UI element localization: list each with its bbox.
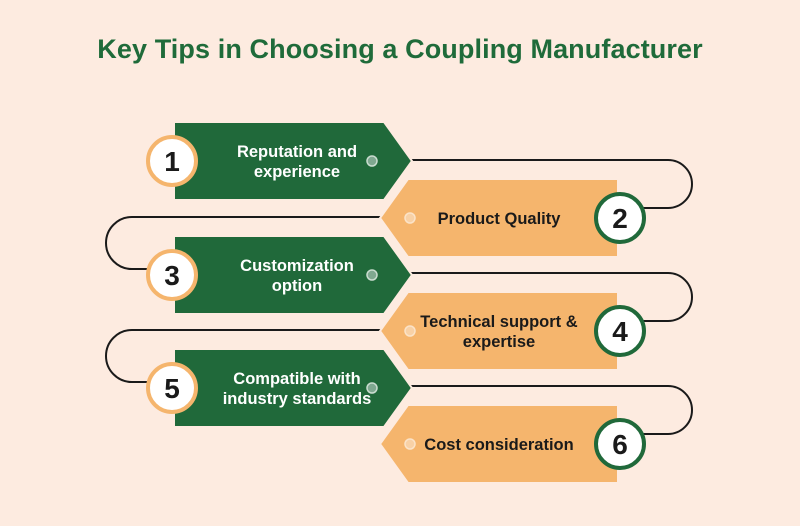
step-4: Technical support & expertise 4 [378,291,646,371]
connector-lines [105,159,693,435]
step-5-label-line-1: Compatible with [233,370,360,388]
step-1-tag [173,121,414,201]
step-4-connector-dot [404,325,416,337]
step-6-label-line-1: Cost consideration [424,436,573,454]
step-1: Reputation and experience 1 [146,121,414,201]
step-2-label-line-1: Product Quality [438,210,562,228]
step-2-number-badge [594,192,646,244]
connector-line-2 [105,216,400,270]
step-3-label-line-1: Customization [240,257,354,275]
step-3-number-badge [146,249,198,301]
step-1-connector-dot [366,155,378,167]
step-5-number-badge [146,362,198,414]
step-4-number-badge [594,305,646,357]
step-3-label-line-2: option [272,277,322,295]
step-1-label-line-1: Reputation and [237,143,357,161]
step-6-tag [378,404,619,484]
step-3-tag [173,235,414,315]
step-2: Product Quality 2 [378,178,646,258]
step-5-label-line-2: industry standards [223,390,372,408]
step-1-label-line-2: experience [254,163,340,181]
step-4-label-line-2: expertise [463,333,535,351]
step-4-label-line-1: Technical support & [420,313,577,331]
step-4-tag [378,291,619,371]
connector-line-5 [380,385,693,435]
step-5: Compatible with industry standards 5 [146,348,414,428]
connector-line-1 [380,159,693,209]
step-5-connector-dot [366,382,378,394]
step-3: Customization option 3 [146,235,414,315]
step-5-number: 5 [164,373,180,404]
step-2-connector-dot [404,212,416,224]
step-2-number: 2 [612,203,628,234]
connector-line-4 [105,329,400,383]
connector-line-3 [380,272,693,322]
step-6-number-badge [594,418,646,470]
step-2-tag [378,178,619,258]
step-3-connector-dot [366,269,378,281]
step-5-tag [173,348,414,428]
step-6-number: 6 [612,429,628,460]
step-6: Cost consideration 6 [378,404,646,484]
step-6-connector-dot [404,438,416,450]
step-4-number: 4 [612,316,628,347]
step-1-number: 1 [164,146,180,177]
step-3-number: 3 [164,260,180,291]
step-1-number-badge [146,135,198,187]
diagram-title: Key Tips in Choosing a Coupling Manufact… [97,34,703,64]
